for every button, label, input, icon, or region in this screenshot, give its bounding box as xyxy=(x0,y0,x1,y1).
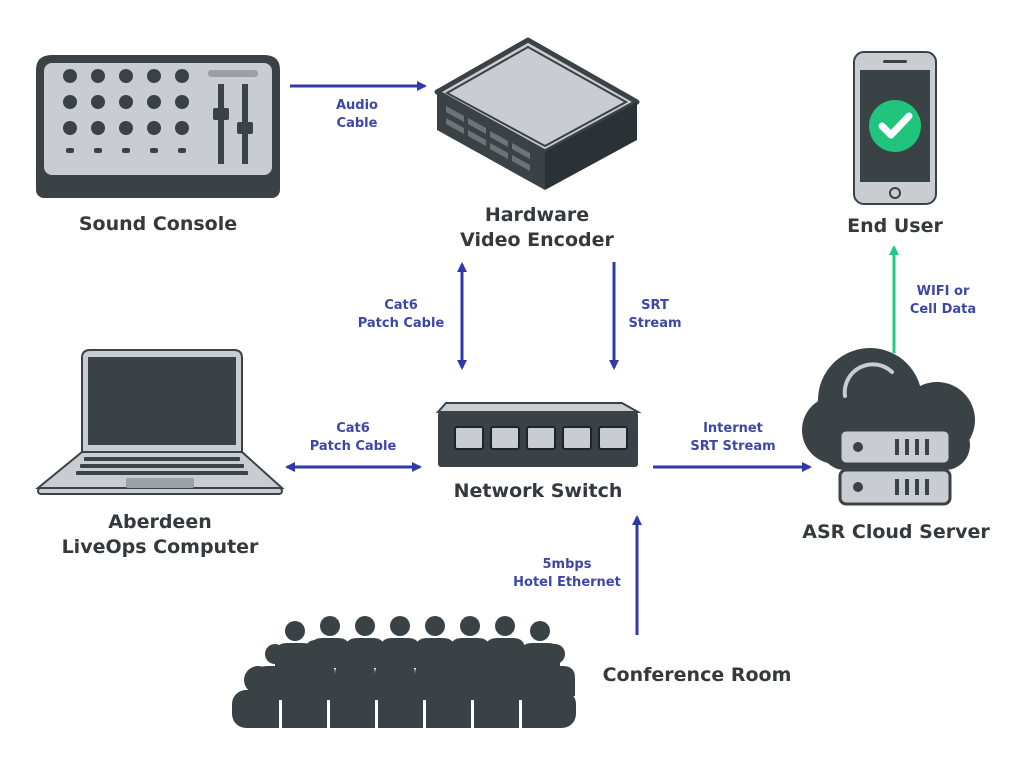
audio-cable-label-line2: Cable xyxy=(336,116,378,131)
internet-srt-label-line2: SRT Stream xyxy=(690,439,776,454)
ethernet-label: 5mbps Hotel Ethernet xyxy=(500,556,634,592)
sound-console-label: Sound Console xyxy=(78,213,238,235)
cloud-server-label: ASR Cloud Server xyxy=(802,521,990,543)
laptop-icon xyxy=(35,349,285,495)
network-switch-icon xyxy=(435,402,642,467)
audience-icon xyxy=(232,616,576,728)
conference-room-label: Conference Room xyxy=(602,664,792,686)
srt-stream-label-line2: Stream xyxy=(628,316,682,331)
computer-label-line1: Aberdeen xyxy=(108,511,212,533)
smartphone-icon xyxy=(853,51,937,205)
network-switch-label: Network Switch xyxy=(453,480,623,502)
internet-srt-label: Internet SRT Stream xyxy=(672,420,794,456)
internet-srt-label-line1: Internet xyxy=(703,421,763,436)
wifi-label-line2: Cell Data xyxy=(909,302,977,317)
audio-cable-label: Audio Cable xyxy=(320,97,394,133)
computer-label-line2: LiveOps Computer xyxy=(61,536,259,558)
wifi-label-line1: WIFI or xyxy=(916,284,970,299)
ethernet-label-line1: 5mbps xyxy=(542,557,592,572)
cat6-horizontal-label-line1: Cat6 xyxy=(336,421,370,436)
ethernet-label-line2: Hotel Ethernet xyxy=(513,575,621,590)
sound-console-icon xyxy=(36,55,280,198)
video-encoder-label-line2: Video Encoder xyxy=(460,229,614,251)
wifi-label: WIFI or Cell Data xyxy=(898,283,988,319)
srt-stream-label-line1: SRT xyxy=(641,298,669,313)
cat6-vertical-label-line2: Patch Cable xyxy=(357,316,445,331)
cat6-horizontal-label: Cat6 Patch Cable xyxy=(296,420,410,456)
cat6-horizontal-label-line2: Patch Cable xyxy=(309,439,397,454)
computer-label: Aberdeen LiveOps Computer xyxy=(40,510,280,560)
cat6-vertical-label-line1: Cat6 xyxy=(384,298,418,313)
video-encoder-label-line1: Hardware xyxy=(484,204,590,226)
video-encoder-icon xyxy=(434,37,640,190)
cat6-vertical-label: Cat6 Patch Cable xyxy=(344,297,458,333)
cloud-server-icon xyxy=(802,348,975,506)
video-encoder-label: Hardware Video Encoder xyxy=(430,203,644,253)
srt-stream-label: SRT Stream xyxy=(620,297,690,333)
audio-cable-label-line1: Audio xyxy=(335,98,378,113)
end-user-label: End User xyxy=(847,215,943,237)
